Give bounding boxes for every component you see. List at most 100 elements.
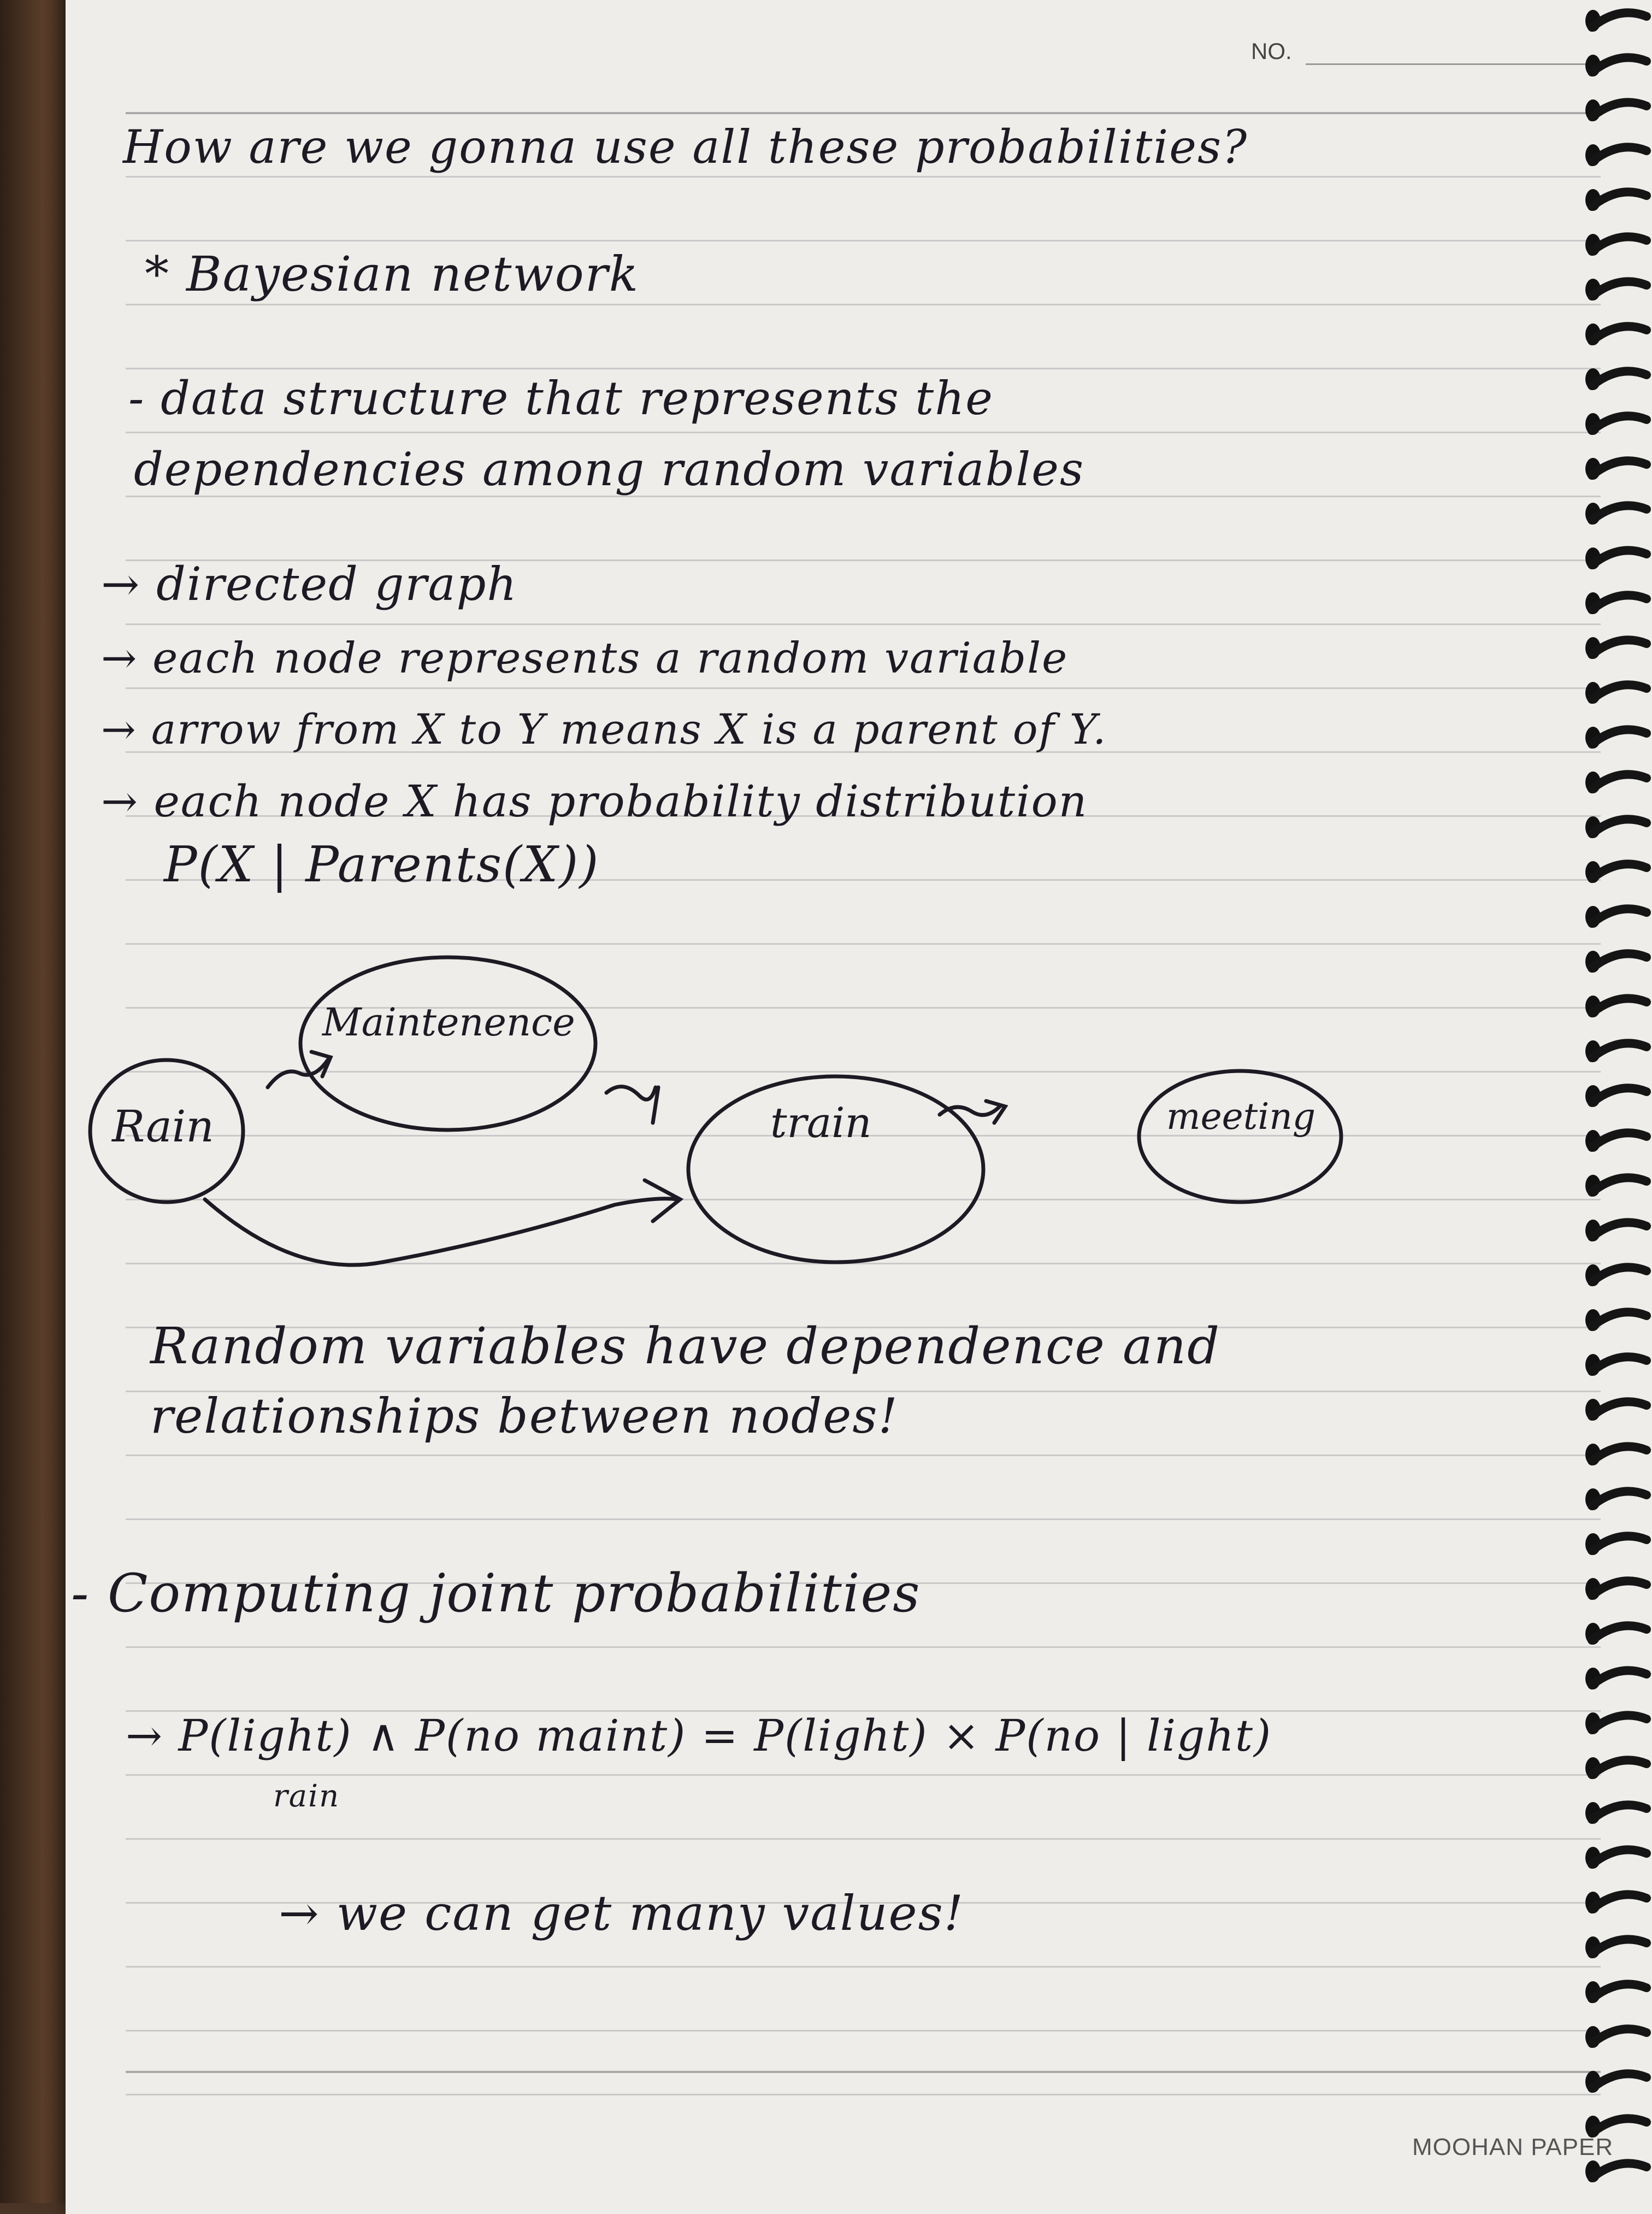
binding-coil — [1588, 949, 1651, 973]
ruled-line — [126, 1518, 1601, 1520]
bottom-rule — [126, 2071, 1601, 2073]
notebook-page: NO. How are we gonna use all these proba… — [66, 0, 1652, 2214]
binding-coil — [1588, 680, 1651, 704]
binding-coil — [1588, 1621, 1651, 1645]
node-maintenance-label: Maintenence — [322, 1000, 575, 1045]
section-joint-probabilities: - Computing joint probabilities — [71, 1563, 921, 1624]
binding-coil — [1588, 1890, 1651, 1913]
binding-coil — [1588, 2114, 1651, 2138]
binding-coil — [1588, 1487, 1651, 1510]
ruled-line — [126, 1902, 1601, 1904]
binding-coil — [1588, 546, 1651, 569]
binding-coil — [1588, 725, 1651, 749]
ruled-line — [126, 1966, 1601, 1968]
ruled-line — [126, 560, 1601, 561]
ruled-line — [126, 879, 1601, 881]
edge-rain-train — [203, 1197, 680, 1267]
ruled-line — [126, 1327, 1601, 1328]
node-meeting-label: meeting — [1166, 1096, 1316, 1138]
ruled-line — [126, 2030, 1601, 2032]
binding-coil — [1588, 904, 1651, 928]
binding-coil — [1588, 322, 1651, 345]
ruled-line — [126, 304, 1601, 305]
binding-coil — [1588, 1397, 1651, 1421]
binding-coil — [1588, 8, 1651, 32]
node-rain-circle — [88, 1058, 245, 1204]
binding-coil — [1588, 859, 1651, 883]
page-number-label: NO. — [1251, 38, 1292, 64]
node-maintenance-circle — [298, 955, 598, 1132]
definition-line-1: - data structure that represents the — [128, 372, 994, 425]
edge-rain-maintenance — [266, 1058, 330, 1090]
binding-coil — [1588, 1039, 1651, 1062]
binding-coil — [1588, 1532, 1651, 1555]
binding-coil — [1588, 591, 1651, 614]
ruled-line — [126, 1263, 1601, 1264]
ruled-line — [126, 943, 1601, 945]
topic-line: * Bayesian network — [145, 246, 640, 302]
binding-coil — [1588, 456, 1651, 480]
ruled-line — [126, 687, 1601, 689]
ruled-line — [126, 1135, 1601, 1137]
desk-background — [0, 0, 71, 2203]
binding-coil — [1588, 994, 1651, 1017]
ruled-line — [126, 1838, 1601, 1840]
binding-coil — [1588, 232, 1651, 256]
binding-coil — [1588, 1128, 1651, 1152]
ruled-line — [126, 1582, 1601, 1584]
ruled-line — [126, 496, 1601, 497]
ruled-line — [126, 1646, 1601, 1648]
ruled-line — [126, 1071, 1601, 1073]
binding-coil — [1588, 411, 1651, 435]
binding-coil — [1588, 1935, 1651, 1958]
ruled-line — [126, 176, 1601, 178]
ruled-line — [126, 1710, 1601, 1712]
binding-coil — [1588, 770, 1651, 793]
binding-coil — [1588, 1173, 1651, 1197]
point-node-variable: → each node represents a random variable — [101, 634, 1069, 683]
ruled-line — [126, 623, 1601, 625]
binding-coil — [1588, 1800, 1651, 1824]
spiral-binding-icon — [1585, 8, 1651, 2182]
binding-coil — [1588, 2159, 1651, 2182]
binding-coil — [1588, 1711, 1651, 1734]
node-meeting-circle — [1137, 1069, 1343, 1204]
ruled-line — [126, 1391, 1601, 1392]
point-distribution: → each node X has probability distributi… — [101, 776, 1088, 827]
binding-coil — [1588, 367, 1651, 390]
ruled-line — [126, 1199, 1601, 1200]
binding-coil — [1588, 501, 1651, 525]
node-train-label: train — [770, 1098, 872, 1147]
conclusion-line: → we can get many values! — [279, 1885, 965, 1941]
binding-coil — [1588, 1442, 1651, 1465]
point-arrow-parent: → arrow from X to Y means X is a parent … — [101, 705, 1107, 753]
ruled-line — [126, 2094, 1601, 2095]
binding-coil — [1588, 1756, 1651, 1779]
page-number-line — [1306, 63, 1601, 65]
definition-line-2: dependencies among random variables — [134, 443, 1085, 496]
summary-line-1: Random variables have dependence and — [150, 1317, 1221, 1375]
node-rain-label: Rain — [112, 1101, 214, 1152]
bayes-network-diagram — [88, 955, 1343, 1267]
ruled-line — [126, 1455, 1601, 1456]
point-directed-graph: → directed graph — [101, 557, 518, 611]
binding-coil — [1588, 1218, 1651, 1241]
ruled-line — [126, 368, 1601, 369]
summary-line-2: relationships between nodes! — [150, 1388, 899, 1444]
binding-coil — [1588, 1084, 1651, 1107]
ruled-line — [126, 1007, 1601, 1009]
formula-parents: P(X | Parents(X)) — [164, 836, 600, 893]
binding-coil — [1588, 187, 1651, 211]
ruled-line — [126, 751, 1601, 753]
ruled-line — [126, 112, 1601, 114]
ruled-line — [126, 240, 1601, 242]
edge-train-meeting — [937, 1104, 1002, 1117]
edge-maintenance-train — [604, 1085, 658, 1102]
brand-footer: MOOHAN PAPER — [1412, 2134, 1614, 2160]
equation-subscript: rain — [273, 1779, 340, 1814]
binding-coil — [1588, 1263, 1651, 1286]
binding-coil — [1588, 277, 1651, 301]
binding-coil — [1588, 1845, 1651, 1869]
equation-line: → P(light) ∧ P(no maint) = P(light) × P(… — [126, 1710, 1272, 1761]
binding-coil — [1588, 53, 1651, 76]
